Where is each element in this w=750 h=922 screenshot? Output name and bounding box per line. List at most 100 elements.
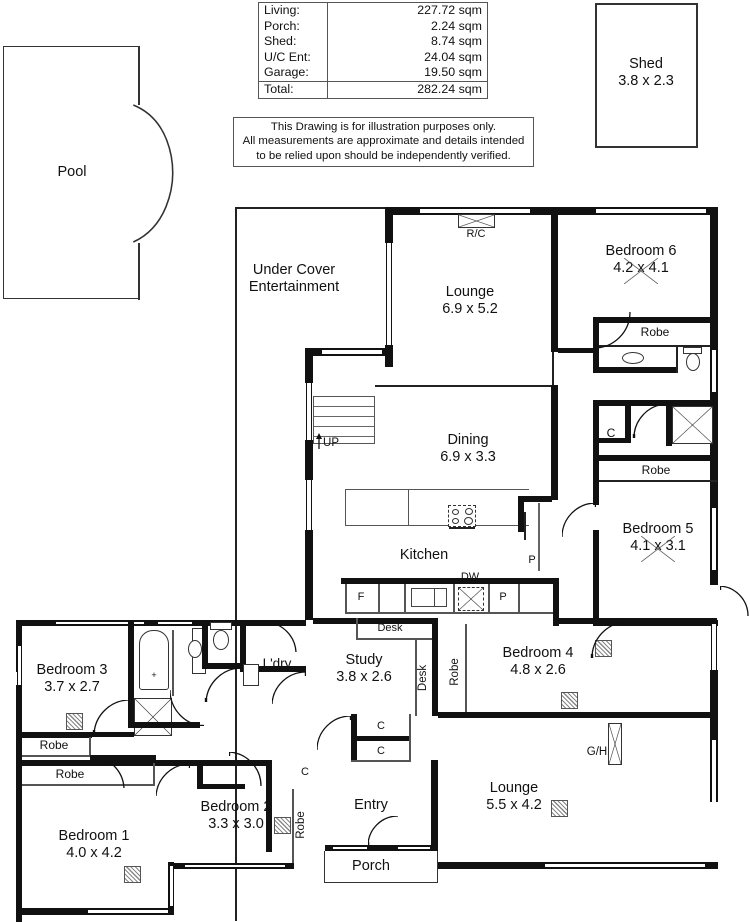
burner-icon [465,508,473,515]
window-lounge-north [420,208,530,214]
disclaimer-note: This Drawing is for illustration purpose… [233,117,534,168]
sink-divider [434,589,436,606]
kitchen-bench-bottom-line [345,612,559,614]
area-label: Shed: [259,34,328,50]
vent-icon-b4-a [595,640,612,657]
lounge-west-wall-lower [385,345,393,367]
hall-door-icon[interactable] [317,716,351,750]
area-label: Garage: [259,65,328,82]
desk-top-left-edge [356,618,358,640]
cupboard-entry-south-wall [197,784,245,789]
sink-icon [411,588,447,607]
robe-b5-top-wall [593,455,718,461]
cupboard-hall-bottom-label: C [377,745,385,757]
bathtub-icon [139,630,169,690]
kitchen-west-wall [305,530,313,620]
desk-top-line [356,638,438,640]
dining-east-wall [551,385,558,500]
window-bedroom3-west [17,646,22,690]
bedroom5-door-icon[interactable] [562,503,596,537]
lounge-dining-divider [375,385,551,387]
bedroom6-door-icon[interactable] [594,312,634,352]
shed-label: Shed 3.8 x 2.3 [618,56,674,90]
table-row-total: Total: 282.24 sqm [259,80,487,98]
robe-b1-east-line [153,760,155,786]
entry-door-icon[interactable] [368,816,400,846]
robe-b6-west-wall [593,317,599,347]
window-stairbay-west [306,383,312,443]
vent-icon-b1 [124,866,141,883]
robe-b2-line [292,789,294,863]
bedroom3-label: Bedroom 3 3.7 x 2.7 [36,662,108,696]
toilet-icon [686,353,700,371]
cupboard-b5-south-wall [599,438,631,443]
reverse-cycle-unit-icon [458,214,495,228]
shed-outline [595,3,698,148]
bedroom1-door-icon[interactable] [90,756,126,790]
lounge-east-wall [551,207,558,352]
desk-side-line [415,638,417,716]
entry-robe-door-icon[interactable] [229,752,263,788]
pool-curve [132,104,174,243]
kitchen-bench-top-wall [341,578,559,584]
study-label: Study 3.8 x 2.6 [336,652,392,686]
east-exterior-wall-lower [710,670,718,802]
robe-b1-label: Robe [55,767,85,781]
bedroom4-north-wall [559,618,717,624]
washbasin-icon [188,640,202,658]
laundry-hall-door-icon[interactable] [272,672,306,706]
bedroom3-door-icon[interactable] [92,700,128,736]
robe-b1-top-wall [16,760,156,766]
window-lounge-west-2 [386,303,392,347]
pool-edge-bottom [138,243,140,300]
window-bedroom4-east [711,624,717,674]
lounge-front-west-wall-upper [431,760,438,800]
bedroom4-door-icon[interactable] [590,622,626,658]
bench-bottom-line [345,525,529,527]
window-lounge-west-1 [386,243,392,303]
east-exterior-wall-upper [710,207,718,585]
porch-outline [324,851,438,883]
bedroom4-label: Bedroom 4 4.8 x 2.6 [502,645,574,679]
window-hall-west [306,480,312,532]
bedroom5-west-wall-upper [593,455,599,505]
stairs-up-label: UP [323,437,339,449]
window-bedroom1-east [169,866,174,906]
shower-main-icon [134,698,172,736]
sidelight-entry-left [333,846,367,850]
burner-icon [452,518,459,524]
rc-label: R/C [466,228,486,240]
bath2-west-wall [593,400,599,455]
wc-pan-icon [213,630,229,650]
cupboard-hall-bottom-line [351,760,411,762]
table-row: Porch: 2.24 sqm [259,18,487,35]
bedroom2-door-icon[interactable] [156,764,190,798]
staircase [313,396,375,444]
cupboard-entry-west-wall [197,760,203,788]
robe-b6-bottom-line [595,345,710,347]
vent-icon-b2 [274,817,291,834]
shower-b5-west-wall [666,400,672,446]
side-entry-door-icon[interactable] [720,586,750,618]
area-value: 8.74 sqm [431,34,482,49]
fridge-label: F [357,591,365,603]
wc-door-icon[interactable] [204,668,240,704]
bath2-door-icon[interactable] [632,404,666,440]
entry-label: Entry [354,797,388,813]
robe-b5-label: Robe [641,463,671,477]
study-east-wall [432,618,438,716]
entry-robe-north-wall [197,760,272,766]
uc-west-wall [235,207,237,921]
bedroom5-bed-icon [641,536,675,562]
ensuite-south-wall [593,367,676,373]
robe-b3-east-line [89,733,91,757]
bench-divider-4 [488,584,490,613]
bench-divider-2 [404,584,406,613]
basin-icon [622,352,644,364]
bathroom-door-icon[interactable] [170,690,206,726]
kitchen-label: Kitchen [399,547,449,563]
study-north-wall [313,618,438,624]
bedroom4-south-wall [438,712,718,718]
laundry-door-icon[interactable] [266,622,300,654]
